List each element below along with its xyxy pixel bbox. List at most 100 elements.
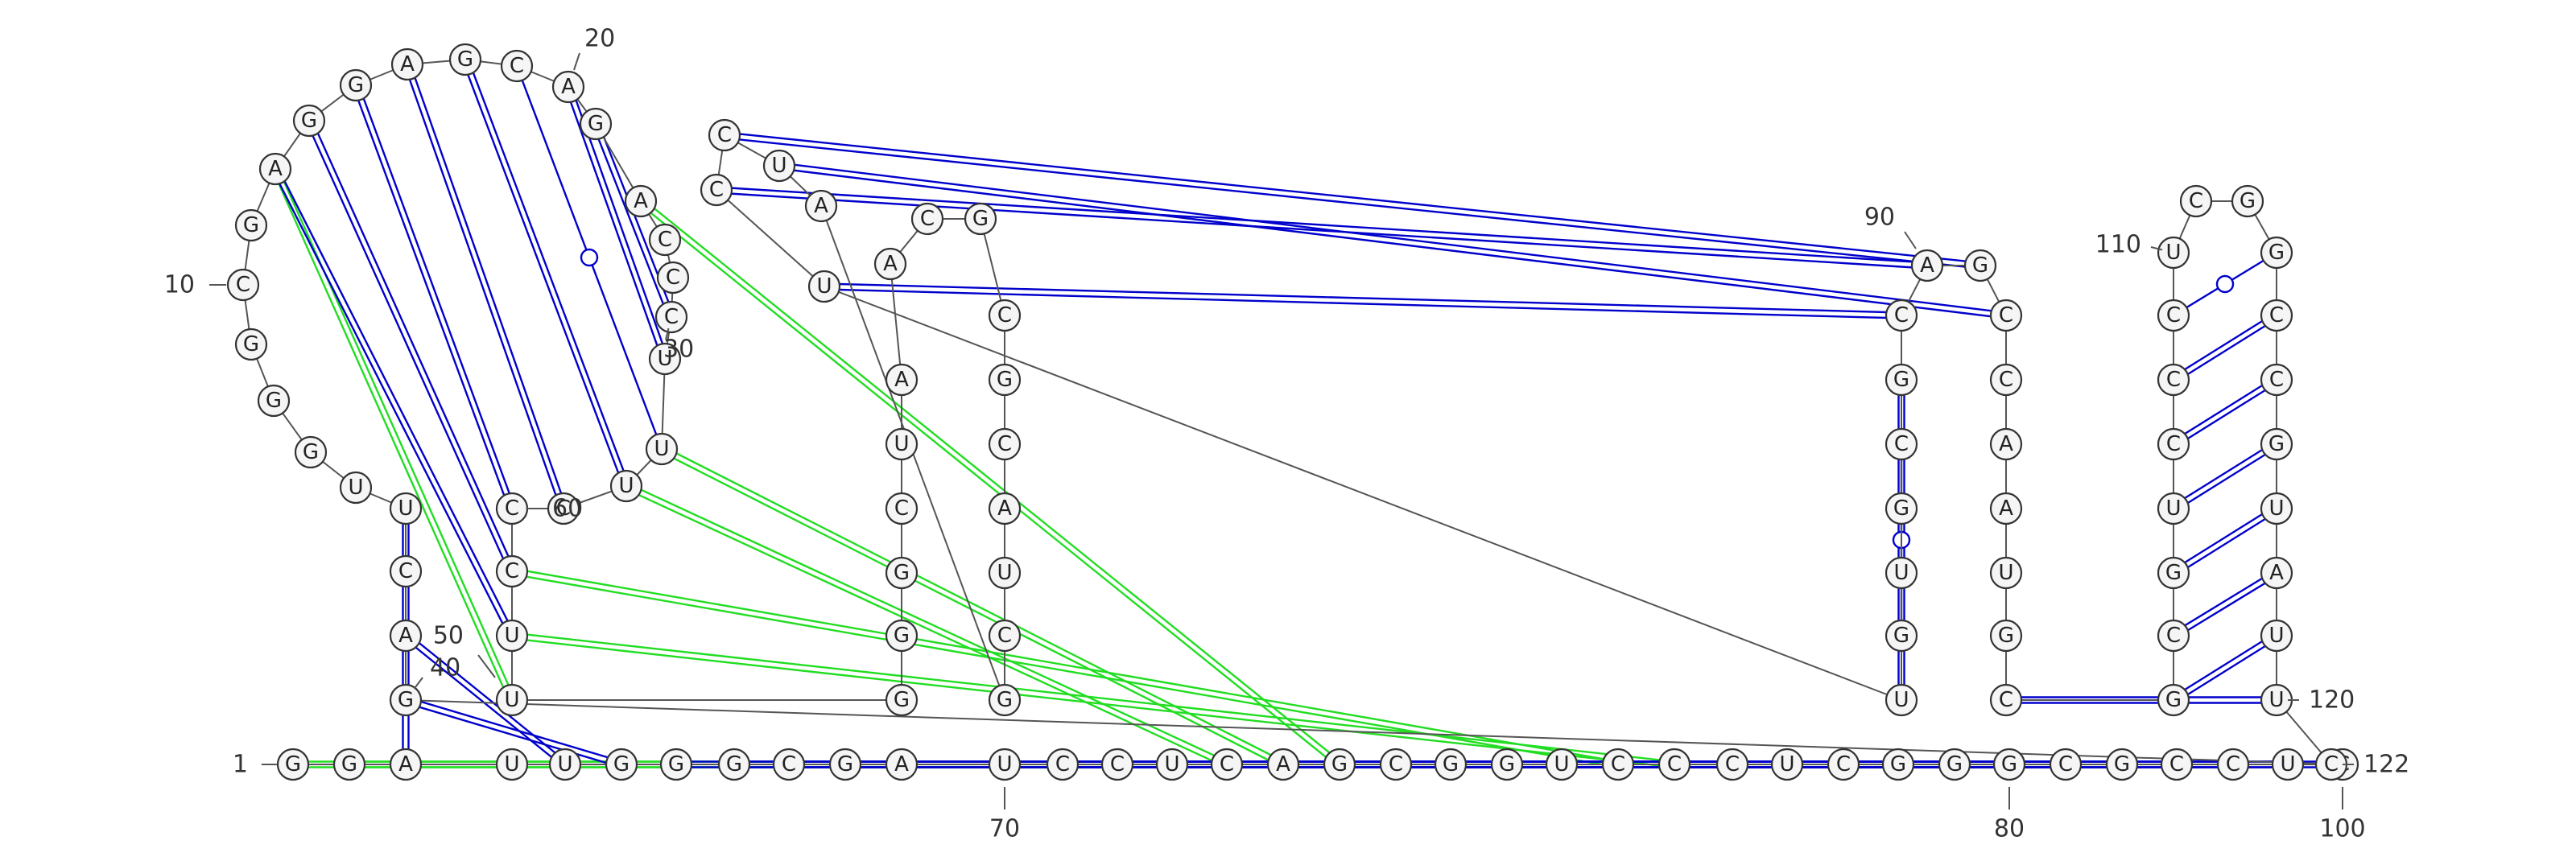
nucleotide: G xyxy=(988,683,1022,717)
nucleotide-letter: C xyxy=(1725,752,1740,777)
nucleotide-circle xyxy=(648,223,682,257)
nucleotide: U xyxy=(762,149,796,183)
nucleotide-circle xyxy=(495,554,529,588)
nucleotide-circle xyxy=(988,427,1022,461)
nucleotide-circle xyxy=(885,748,919,781)
nucleotide-letter: G xyxy=(266,389,282,413)
nucleotide: C xyxy=(700,173,733,207)
nucleotide-circle xyxy=(551,70,585,104)
nucleotide-letter: A xyxy=(883,252,898,276)
nucleotide-letter: G xyxy=(1972,253,1988,278)
nucleotide-circle xyxy=(2231,184,2264,218)
canonical-pair-line xyxy=(824,282,1902,314)
nucleotide-letter: G xyxy=(894,688,910,712)
nucleotide-letter: G xyxy=(613,752,630,777)
nucleotide: C xyxy=(389,554,423,588)
canonical-pair-line xyxy=(2171,569,2276,635)
nucleotide: G xyxy=(339,68,373,102)
nucleotide: C xyxy=(772,748,806,781)
nucleotide-circle xyxy=(495,619,529,653)
nucleotide-circle xyxy=(988,492,1022,525)
position-tick xyxy=(665,328,670,340)
nucleotide-circle xyxy=(1992,748,2026,781)
nucleotide: C xyxy=(1989,683,2023,717)
position-label: 120 xyxy=(2309,686,2355,715)
nucleotide-letter: A xyxy=(268,157,283,181)
nucleotide: U xyxy=(1770,748,1804,781)
nucleotide: C xyxy=(495,492,529,525)
canonical-pair-line xyxy=(2171,632,2276,699)
position-tick xyxy=(413,677,423,690)
nucleotide: G xyxy=(579,107,613,141)
nucleotide-circle xyxy=(910,202,944,236)
nucleotide-letter: C xyxy=(2058,752,2073,777)
nucleotide-circle xyxy=(390,47,424,81)
nucleotide: U xyxy=(1885,556,1918,590)
nucleotide-circle xyxy=(885,363,919,397)
nucleotide-circle xyxy=(1989,619,2023,653)
canonical-pair-line xyxy=(724,137,1980,270)
nucleotide-circle xyxy=(1545,748,1579,781)
nucleotide-letter: U xyxy=(2268,624,2284,648)
nucleotide: C xyxy=(910,202,944,236)
nucleotide-letter: C xyxy=(2269,303,2284,328)
nucleotide-circle xyxy=(2105,748,2139,781)
nucleotide-letter: A xyxy=(997,496,1012,521)
nucleotide: G xyxy=(1323,748,1356,781)
nucleotide-circle xyxy=(1046,748,1080,781)
nucleotide-letter: G xyxy=(1946,752,1963,777)
nucleotide-circle xyxy=(1434,748,1468,781)
nucleotide-circle xyxy=(1885,683,1918,717)
nucleotide: G xyxy=(257,384,291,418)
nucleotide-letter: U xyxy=(894,432,909,456)
nucleotide: A xyxy=(804,189,838,223)
nucleotide-circle xyxy=(495,683,529,717)
nucleotide-circle xyxy=(1601,748,1635,781)
canonical-pair-line xyxy=(824,288,1901,319)
nucleotide: G xyxy=(1885,619,1918,653)
nucleotide-letter: A xyxy=(1276,752,1290,777)
nucleotide-circle xyxy=(1100,748,1134,781)
nucleotide: G xyxy=(389,683,423,717)
nucleotide-circle xyxy=(448,43,482,76)
nucleotide: G xyxy=(448,43,482,76)
nucleotide-letter: U xyxy=(1164,752,1179,777)
nucleotide-circle xyxy=(276,748,310,781)
nucleotide: U xyxy=(2260,683,2293,717)
nucleotide-circle xyxy=(1885,619,1918,653)
nucleotide-letter: C xyxy=(2189,189,2203,213)
nucleotide-circle xyxy=(1989,427,2023,461)
nucleotide-circle xyxy=(1266,748,1300,781)
position-label: 40 xyxy=(430,654,460,682)
nucleotide-circle xyxy=(389,683,423,717)
nucleotide-letter: C xyxy=(1999,688,2013,712)
nucleotide-letter: G xyxy=(1893,496,1909,521)
nucleotide-letter: C xyxy=(2226,752,2240,777)
nucleotide-letter: C xyxy=(1389,752,1403,777)
nucleotide: G xyxy=(1885,492,1918,525)
nucleotide-circle xyxy=(2260,236,2293,270)
nucleotide: A xyxy=(389,748,423,781)
nucleotide-letter: U xyxy=(348,476,363,500)
canonical-pair-line xyxy=(564,87,663,360)
nucleotide-circle xyxy=(389,619,423,653)
nucleotide: C xyxy=(2216,748,2250,781)
nucleotide: C xyxy=(495,554,529,588)
nucleotide-letter: U xyxy=(504,752,519,777)
position-tick xyxy=(477,654,496,678)
nucleotide-letter: A xyxy=(398,624,413,648)
nucleotide-circle xyxy=(389,492,423,525)
nucleotide: A xyxy=(258,152,292,186)
position-label: 10 xyxy=(164,271,195,299)
backbone-segment xyxy=(824,286,1902,701)
nucleotide: A xyxy=(389,619,423,653)
nucleotide-letter: U xyxy=(997,752,1012,777)
nucleotide-circle xyxy=(988,683,1022,717)
nucleotide-circle xyxy=(988,748,1022,781)
nucleotide-circle xyxy=(1885,427,1918,461)
nucleotide: U xyxy=(339,471,373,505)
nucleotide: A xyxy=(1989,492,2023,525)
pseudoknot-line xyxy=(642,198,1342,764)
nucleotide: C xyxy=(500,49,534,83)
nucleotide-circle xyxy=(708,118,741,152)
